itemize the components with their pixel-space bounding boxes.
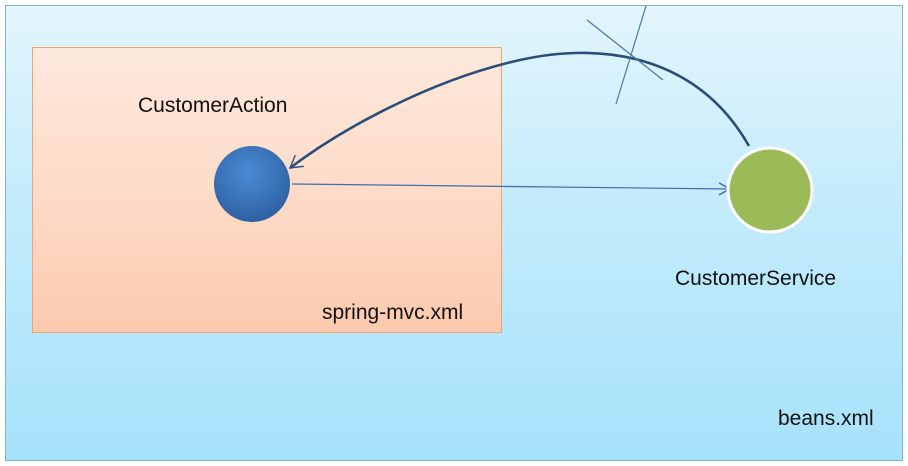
customer-service-label: CustomerService — [675, 267, 837, 290]
dependency-arrow — [291, 182, 732, 196]
customer-service-node — [726, 146, 814, 234]
reverse-dependency-curve — [288, 51, 751, 170]
cross-mark-icon — [586, 5, 664, 105]
spring-mvc-xml-label: spring-mvc.xml — [322, 301, 464, 324]
customer-action-label: CustomerAction — [138, 94, 288, 117]
customer-action-node — [214, 146, 290, 222]
beans-xml-label: beans.xml — [778, 407, 874, 430]
